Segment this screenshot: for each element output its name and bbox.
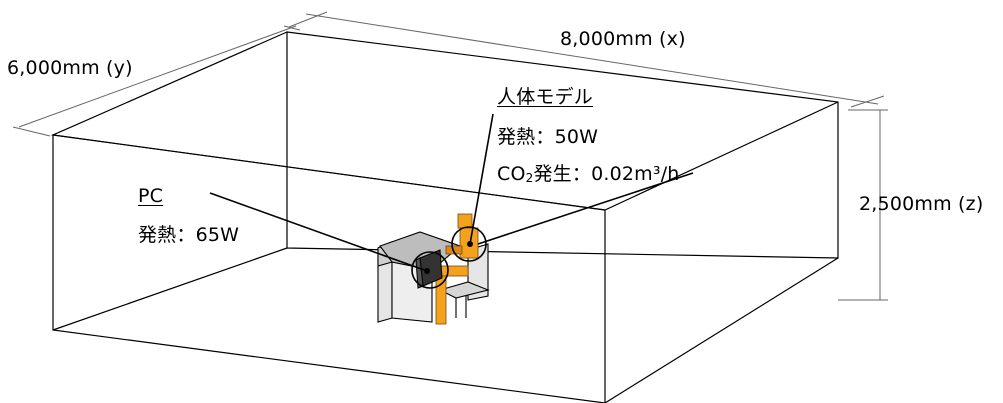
human-leader-line [469,113,494,245]
co2-prefix: CO [497,163,526,185]
human-lower-leg [435,275,447,325]
x-dimension-line [305,13,879,105]
room-floor-right [604,257,839,403]
human-head [457,213,473,229]
pc-leader-line [209,192,428,272]
y-dimension-label: 6,000mm (y) [7,57,133,79]
room-floor-left [52,247,288,331]
x-dimension-tick-right [850,95,885,108]
z-dimension-label: 2,500mm (z) [859,193,984,215]
y-dimension-tick-left [12,126,51,137]
leader-dots [424,241,473,274]
human-model-title: 人体モデル [497,86,594,108]
human-model-co2: CO2発生：0.02m³/h [497,163,680,189]
x-dimension-tick-left [288,11,328,28]
y-dimension-tick-right [283,25,301,31]
dimension-lines [12,11,888,301]
human-thigh [439,265,469,277]
pc-heat: 発熱：65W [138,224,240,246]
room-front-face [52,134,606,403]
leader-lines [209,113,694,289]
pc-title: PC [138,185,164,207]
x-dimension-label: 8,000mm (x) [560,28,686,50]
human-leader-line-2 [477,172,694,245]
human-marker-dot [467,241,473,247]
room-top-edges [50,31,839,211]
human-model [435,213,479,325]
pc-marker-dot [424,268,430,274]
y-dimension-line [18,25,297,128]
co2-rest: 発生：0.02m³/h [533,163,680,185]
pc-marker-circle [411,251,449,289]
co2-subscript: 2 [525,171,534,185]
chair-seat [438,281,490,299]
room-box [50,31,839,403]
human-model-heat: 発熱：50W [497,126,599,148]
human-arm [445,245,463,255]
human-marker-circle [451,226,487,262]
